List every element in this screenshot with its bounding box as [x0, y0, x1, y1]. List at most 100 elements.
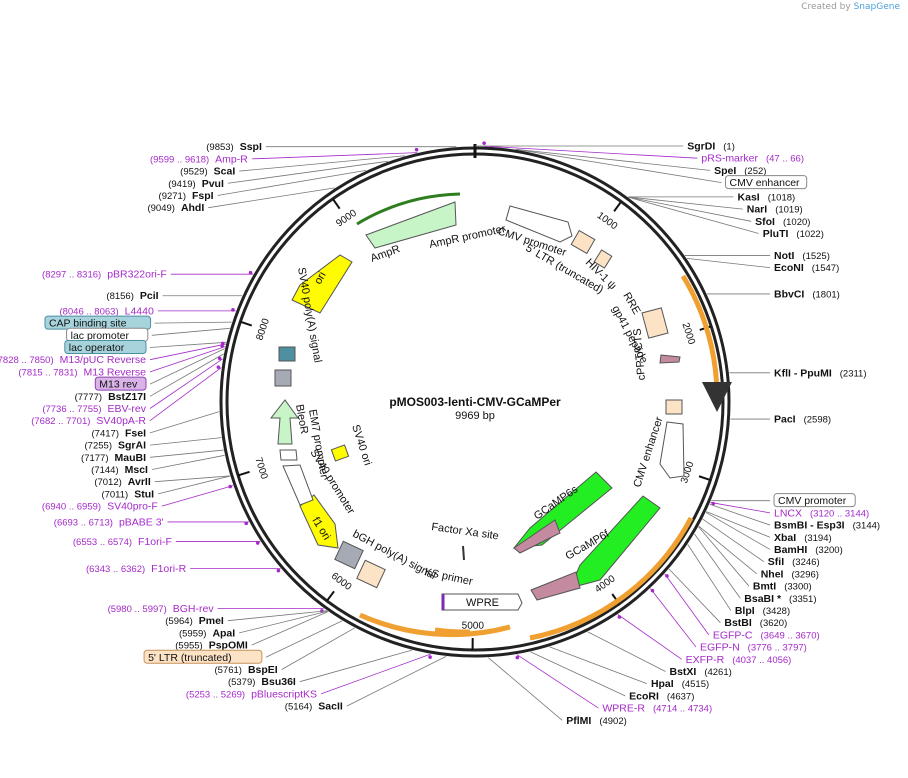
ampr-promoter-feature[interactable]	[505, 205, 573, 243]
label-enzyme-sfii[interactable]: SfiI(3246)	[768, 556, 820, 568]
label-enzyme-bsabi-[interactable]: BsaBI *(3351)	[744, 593, 816, 605]
cppt-feature[interactable]	[665, 399, 683, 415]
box-box-5-ltr-truncated-[interactable]	[143, 649, 263, 664]
box-box-lac-operator[interactable]	[64, 340, 147, 355]
label-enzyme-pcii[interactable]: (8156)PciI	[106, 290, 158, 302]
label-primer-bgh-rev[interactable]: (5980 .. 5997)BGH-rev	[108, 603, 215, 615]
hiv-psi-feature[interactable]	[593, 249, 613, 269]
gcamp6s-calm-feature[interactable]	[513, 519, 561, 554]
label-enzyme-msci[interactable]: (7144)MscI	[91, 464, 148, 476]
label-enzyme-pspomi[interactable]: (5955)PspOMI	[175, 640, 248, 652]
label-enzyme-bsmbi-esp3i[interactable]: BsmBI - Esp3I(3144)	[774, 520, 880, 532]
label-primer-exfp-r[interactable]: EXFP-R(4037 .. 4056)	[686, 654, 792, 666]
label-enzyme-sfoi[interactable]: SfoI(1020)	[755, 216, 810, 228]
label-primer-m13-puc-reverse[interactable]: (7828 .. 7850)M13/pUC Reverse	[0, 354, 146, 366]
label-enzyme-pluti[interactable]: PluTI(1022)	[763, 228, 824, 240]
label-enzyme-bamhi[interactable]: BamHI(3200)	[774, 544, 843, 556]
label-enzyme-bstxi[interactable]: BstXI(4261)	[669, 666, 731, 678]
label-primer-amp-r[interactable]: (9599 .. 9618)Amp-R	[150, 153, 248, 165]
label-enzyme-bspei[interactable]: (5761)BspEI	[214, 664, 277, 676]
label-enzyme-ecori[interactable]: EcoRI(4637)	[629, 690, 694, 702]
label-primer-l4440[interactable]: (8046 .. 8063)L4440	[59, 305, 154, 317]
rre-feature[interactable]	[641, 307, 669, 339]
label-primer-f1ori-f[interactable]: (6553 .. 6574)F1ori-F	[73, 536, 172, 548]
label-enzyme-noti[interactable]: NotI(1525)	[774, 250, 830, 262]
label-primer-egfp-n[interactable]: EGFP-N(3776 .. 3797)	[700, 642, 807, 654]
ampr-feature[interactable]	[365, 201, 457, 249]
label-primer-prs-marker[interactable]: pRS-marker(47 .. 66)	[701, 153, 804, 165]
label-primer-egfp-c[interactable]: EGFP-C(3649 .. 3670)	[713, 629, 820, 641]
leader-box-cmv-enhancer	[516, 149, 722, 183]
label-primer-sv40pro-f[interactable]: (6940 .. 6959)SV40pro-F	[42, 501, 158, 513]
gcamp-arc-2	[529, 516, 694, 641]
label-primer-pbluescriptks[interactable]: (5253 .. 5269)pBluescriptKS	[186, 688, 317, 700]
label-enzyme-apai[interactable]: (5959)ApaI	[179, 627, 235, 639]
label-enzyme-pvui[interactable]: (9419)PvuI	[168, 178, 224, 190]
sv40-polya-feature[interactable]	[274, 369, 292, 387]
label-enzyme-spei[interactable]: SpeI(252)	[714, 165, 766, 177]
ori-feature[interactable]	[291, 254, 353, 314]
label-enzyme-nari[interactable]: NarI(1019)	[747, 204, 803, 216]
label-enzyme-ahdi[interactable]: (9049)AhdI	[147, 202, 204, 214]
label-enzyme-pmei[interactable]: (5964)PmeI	[165, 615, 224, 627]
leader-primer-pbluescriptks	[320, 653, 431, 695]
label-enzyme-nhei[interactable]: NheI(3296)	[761, 568, 819, 580]
label-primer-f1ori-r[interactable]: (6343 .. 6362)F1ori-R	[86, 563, 187, 575]
label-primer-m13-reverse[interactable]: (7815 .. 7831)M13 Reverse	[18, 366, 146, 378]
label-enzyme-scai[interactable]: (9529)ScaI	[180, 166, 235, 178]
sv40-promoter-feature[interactable]	[282, 464, 314, 506]
gcamp6f-feature[interactable]	[569, 495, 661, 589]
label-enzyme-hpai[interactable]: HpaI(4515)	[651, 678, 709, 690]
label-primer-pbr322ori-f[interactable]: (8297 .. 8316)pBR322ori-F	[42, 269, 167, 281]
label-enzyme-fspi[interactable]: (9271)FspI	[159, 190, 214, 202]
label-enzyme-pflmi[interactable]: PflMI(4902)	[566, 715, 627, 727]
label-enzyme-fsei[interactable]: (7417)FseI	[92, 427, 147, 439]
em7-feature[interactable]	[279, 449, 298, 461]
label-enzyme-bstz17i[interactable]: (7777)BstZ17I	[75, 391, 146, 403]
gp41-feature[interactable]	[659, 354, 681, 364]
sv40-ori-feature[interactable]	[330, 444, 350, 462]
label-ori: ori	[312, 270, 329, 287]
primer-mark-primer-wpre-r	[515, 655, 520, 660]
label-primer-lncx[interactable]: LNCX(3120 .. 3144)	[774, 507, 869, 519]
leader-primer-m13-reverse	[149, 346, 226, 373]
label-enzyme-blpi[interactable]: BlpI(3428)	[735, 605, 790, 617]
box-box-cmv-promoter[interactable]	[773, 493, 856, 508]
box-box-m13-rev[interactable]	[94, 376, 147, 391]
label-enzyme-sgrai[interactable]: (7255)SgrAI	[85, 440, 147, 452]
gcamp6f-calm-feature[interactable]	[530, 571, 581, 601]
bgh-grey-feature[interactable]	[334, 540, 364, 570]
label-factor-xa: Factor Xa site	[431, 521, 500, 542]
label-enzyme-avrii[interactable]: (7012)AvrII	[94, 476, 151, 488]
label-enzyme-econi[interactable]: EcoNI(1547)	[774, 262, 839, 274]
primer-mark-primer-m13-reverse	[220, 344, 224, 348]
bgh-feature[interactable]	[356, 559, 386, 589]
label-enzyme-bmti[interactable]: BmtI(3300)	[753, 581, 812, 593]
cmv-enhancer-feature[interactable]	[659, 421, 685, 479]
label-enzyme-bbvci[interactable]: BbvCI(1801)	[774, 288, 840, 300]
label-enzyme-sacii[interactable]: (5164)SacII	[285, 701, 343, 713]
label-enzyme-bsu36i[interactable]: (5379)Bsu36I	[228, 676, 296, 688]
label-enzyme-sspi[interactable]: (9853)SspI	[206, 141, 262, 153]
label-enzyme-maubi[interactable]: (7177)MauBI	[81, 452, 146, 464]
box-label-box-cmv-enhancer: CMV enhancer	[730, 177, 801, 189]
label-primer-ebv-rev[interactable]: (7736 .. 7755)EBV-rev	[42, 403, 146, 415]
tick-label-5000: 5000	[462, 621, 485, 632]
label-primer-pbabe-3-[interactable]: (6693 .. 6713)pBABE 3'	[54, 516, 164, 528]
label-enzyme-kfli-ppumi[interactable]: KflI - PpuMI(2311)	[774, 367, 867, 379]
ltr-feature[interactable]	[570, 229, 596, 255]
label-enzyme-sgrdi[interactable]: SgrDI(1)	[687, 141, 735, 153]
box-box-cmv-enhancer[interactable]	[725, 175, 808, 190]
label-enzyme-bstbi[interactable]: BstBI(3620)	[724, 617, 787, 629]
leader-box-5-ltr-truncated-	[265, 620, 343, 658]
label-primer-wpre-r[interactable]: WPRE-R(4714 .. 4734)	[602, 703, 712, 715]
label-primer-sv40pa-r[interactable]: (7682 .. 7701)SV40pA-R	[31, 415, 146, 427]
label-enzyme-xbai[interactable]: XbaI(3194)	[774, 532, 832, 544]
label-enzyme-kasi[interactable]: KasI(1018)	[738, 191, 796, 203]
bleor-feature[interactable]	[269, 399, 299, 445]
ampr-arc	[356, 192, 461, 226]
leader-enzyme-bstz17i	[149, 353, 224, 397]
leader-enzyme-nhei	[698, 525, 757, 575]
label-enzyme-paci[interactable]: PacI(2598)	[774, 414, 831, 426]
label-enzyme-stui[interactable]: (7011)StuI	[101, 488, 154, 500]
